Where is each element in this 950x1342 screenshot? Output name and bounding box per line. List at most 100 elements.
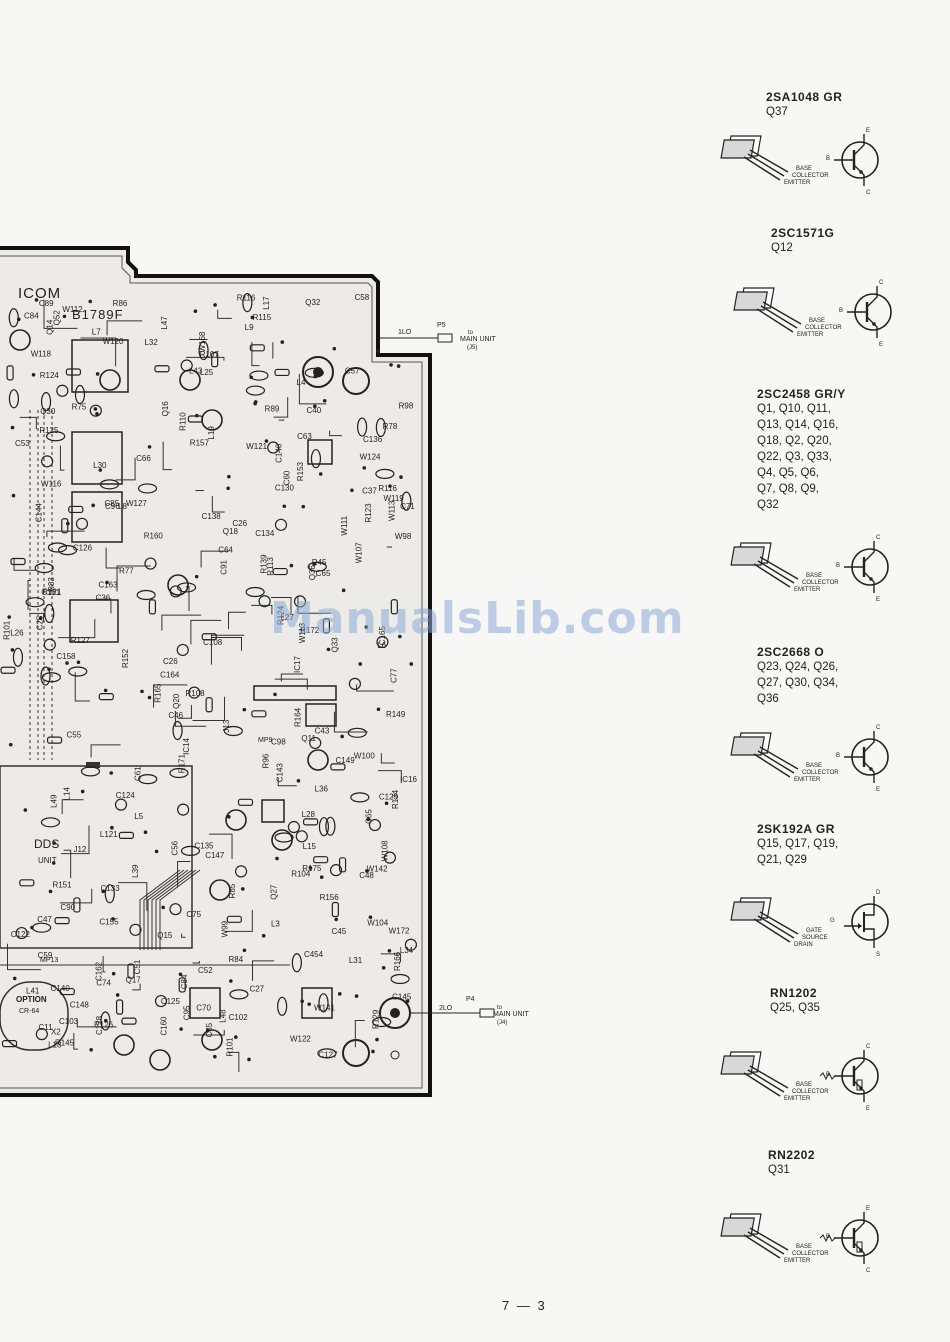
pin-letter-c: C (876, 725, 881, 731)
pin-letter-e: E (876, 597, 881, 603)
component-label: W142 (367, 865, 388, 874)
transistor-shape (154, 994, 168, 1008)
component-label: W98 (395, 532, 412, 541)
pin-letter-g: G (830, 918, 835, 924)
capacitor-shape (347, 727, 367, 738)
component-label: Q33 (330, 637, 339, 653)
pin-legend-collector: COLLECTOR (805, 325, 842, 331)
capacitor-shape (138, 774, 158, 785)
part-title: RN2202 (768, 1148, 816, 1162)
component-label: Q11 (301, 734, 316, 743)
solder-pad (341, 588, 346, 593)
part-designators: Q37 (766, 106, 788, 118)
part-designators: Q23, Q24, Q26, (757, 661, 839, 673)
solder-pad (242, 948, 247, 953)
solder-pad (93, 407, 98, 411)
component-label: C57 (345, 367, 360, 376)
solder-pad (213, 1054, 217, 1059)
part-designators: Q7, Q8, Q9, (757, 483, 819, 495)
component-label: R171 (178, 754, 187, 774)
component-label: Q15 (157, 931, 173, 940)
trace (58, 618, 96, 639)
resistor-shape (205, 697, 213, 713)
component-labels: R171Q16C43W113C56Q18R172Q20C84W98L3C35R7… (3, 293, 418, 1059)
solder-pad (52, 841, 56, 845)
component-label: R145 (55, 1039, 75, 1048)
large-component (179, 369, 201, 391)
component-label: C140 (51, 984, 71, 993)
trace (210, 636, 242, 651)
component-label: R104 (291, 870, 311, 879)
capacitor-shape (318, 993, 329, 1013)
component-label: J13 (222, 719, 231, 732)
trace (192, 696, 226, 722)
part-designators: Q31 (768, 1164, 790, 1176)
component-label: L43 (189, 366, 203, 375)
transistor-shape (176, 643, 189, 657)
capacitor-shape (104, 884, 115, 904)
transistor-shape (258, 595, 271, 608)
board-part-number: B1789F (72, 307, 124, 322)
trace (6, 943, 41, 971)
capacitor-shape (25, 597, 45, 608)
solder-pad (387, 949, 392, 953)
solder-pad (389, 363, 393, 367)
transistor-shape (35, 1028, 48, 1041)
coil-l35 (189, 987, 221, 1019)
component-label: R96 (261, 753, 270, 768)
component-label: C89 (39, 299, 54, 308)
component-label: R83 (47, 577, 56, 592)
component-label: R89 (265, 405, 280, 414)
watermark: ManualsLib.com (270, 593, 685, 644)
transistor-shape (287, 820, 300, 834)
resistor-shape (148, 599, 156, 615)
component-label: C133 (101, 884, 121, 893)
package-drawing (730, 542, 799, 588)
traces (6, 299, 402, 1073)
solder-pad (80, 789, 85, 794)
component-label: R126 (94, 1020, 114, 1029)
trace (298, 373, 327, 405)
resistor-shape (331, 901, 339, 918)
solder-pad (282, 504, 287, 509)
trace (217, 309, 232, 319)
trace (162, 441, 172, 471)
solder-pad (362, 466, 367, 470)
component-label: W118 (31, 350, 52, 359)
resistor-shape (19, 879, 35, 887)
trace (29, 612, 45, 623)
pin-letter-c: C (866, 1268, 871, 1274)
component-label: C59 (38, 951, 53, 960)
component-label: C138 (202, 512, 222, 521)
solder-pad (376, 707, 381, 712)
solder-pad (89, 1047, 93, 1052)
component-label: C454 (304, 950, 324, 959)
trace (274, 678, 308, 690)
component-label: L41 (26, 986, 40, 995)
capacitor-shape (99, 479, 120, 490)
solder-pad (242, 707, 247, 712)
component-label: C75 (186, 910, 201, 919)
component-label: Q27 (270, 884, 279, 900)
component-label: C147 (205, 851, 225, 860)
large-component (307, 749, 329, 771)
l49-body (305, 703, 337, 727)
resistor-shape (73, 897, 81, 913)
part-title: RN1202 (770, 986, 818, 1000)
solder-pad (95, 372, 100, 376)
coil-l6 (71, 491, 123, 543)
trace (105, 547, 121, 569)
solder-pad (10, 648, 15, 652)
solder-pad (111, 971, 116, 976)
component-label: L26 (10, 629, 24, 638)
transistor-shape (234, 865, 248, 878)
component-label: L27 (280, 613, 294, 622)
capacitor-shape (12, 647, 24, 667)
dds-title: DDS (34, 837, 60, 851)
p5-to: to (468, 330, 474, 336)
resistor-shape (237, 798, 254, 806)
component-label: C149 (336, 756, 356, 765)
resistor-shape (118, 831, 134, 840)
